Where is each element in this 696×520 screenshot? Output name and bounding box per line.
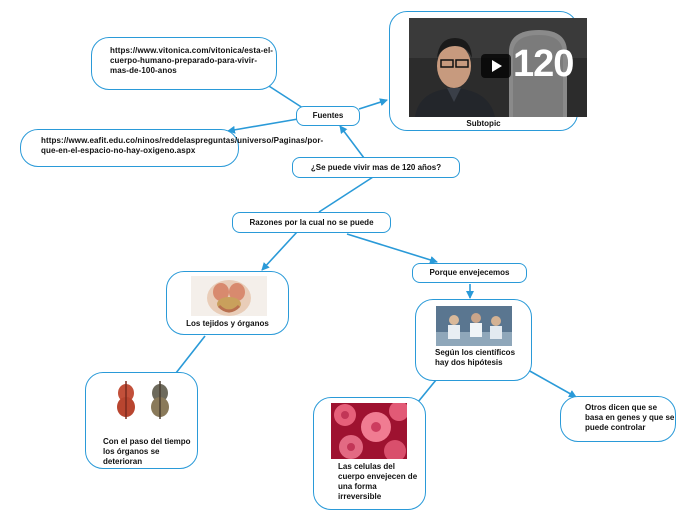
edge-tejidos-paso (175, 335, 206, 374)
edge-razones-porque (346, 233, 438, 264)
scientists-image (436, 306, 512, 346)
edge-cientificos-otros (527, 369, 577, 398)
tejidos-organos-node[interactable]: Los tejidos y órganos (166, 271, 289, 335)
celulas-label: Las celulas del cuerpo envejecen de una … (338, 462, 418, 501)
fuentes-label: Fuentes (312, 111, 344, 120)
razones-label: Razones por la cual no se puede (249, 217, 374, 227)
edge-razones-tejidos (261, 231, 298, 271)
cientificos-node[interactable]: Según los científicos hay dos hipótesis (415, 299, 532, 381)
subtopic-label: Subtopic (466, 119, 501, 128)
paso-tiempo-label: Con el paso del tiempo los órganos se de… (103, 437, 191, 466)
edge-central-razones (318, 176, 374, 213)
play-icon (492, 60, 502, 72)
source-url-vitonica-node[interactable]: https://www.vitonica.com/vitonica/esta-e… (91, 37, 277, 90)
paso-tiempo-node[interactable]: Con el paso del tiempo los órganos se de… (85, 372, 198, 469)
central-topic-label: ¿Se puede vivir mas de 120 años? (310, 162, 442, 172)
celulas-node[interactable]: Las celulas del cuerpo envejecen de una … (313, 397, 426, 510)
organs-comparison-image (108, 379, 178, 421)
cientificos-label: Según los científicos hay dos hipótesis (435, 348, 516, 367)
cells-image (331, 403, 407, 459)
organs-image (191, 276, 267, 316)
play-button[interactable] (481, 54, 511, 78)
razones-node[interactable]: Razones por la cual no se puede (232, 212, 391, 233)
edge-fuentes-video (358, 98, 388, 110)
video-number-overlay: 120 (513, 43, 574, 85)
edge-cientificos-celulas (417, 379, 437, 403)
subtopic-video-node[interactable]: 120 Subtopic (389, 11, 587, 131)
source-url-eafit-text: https://www.eafit.edu.co/ninos/reddelasp… (41, 136, 324, 155)
scientists-illustration (436, 306, 512, 346)
edge-central-fuentes (339, 125, 365, 159)
tejidos-organos-label: Los tejidos y órganos (186, 319, 269, 328)
otros-dicen-node[interactable]: Otros dicen que se basa en genes y que s… (560, 396, 676, 442)
central-topic-node[interactable]: ¿Se puede vivir mas de 120 años? (292, 157, 460, 178)
fuentes-node[interactable]: Fuentes (296, 106, 360, 126)
porque-envejecemos-node[interactable]: Porque envejecemos (412, 263, 527, 283)
otros-dicen-label: Otros dicen que se basa en genes y que s… (585, 403, 675, 432)
source-url-eafit-node[interactable]: https://www.eafit.edu.co/ninos/reddelasp… (20, 129, 324, 167)
edge-fuentes-url2 (227, 118, 299, 134)
source-url-vitonica-text: https://www.vitonica.com/vitonica/esta-e… (110, 46, 274, 75)
organs-comparison-illustration (117, 381, 169, 419)
cells-illustration (331, 403, 407, 459)
porque-envejecemos-label: Porque envejecemos (429, 268, 510, 277)
video-thumbnail[interactable]: 120 (409, 18, 587, 117)
organs-illustration (207, 280, 251, 316)
